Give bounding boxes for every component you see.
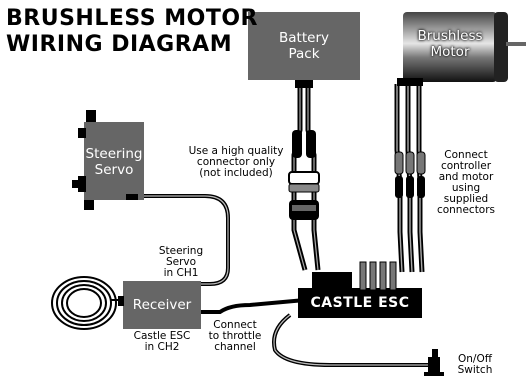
esc-label: CASTLE ESC xyxy=(310,295,410,311)
motor-connect-note-line-1: Connect xyxy=(444,149,488,161)
switch-note: On/Off Switch xyxy=(450,354,500,376)
switch-note-line-2: Switch xyxy=(457,364,493,376)
connector-note-line-1: Use a high quality xyxy=(188,145,284,157)
battery-connectors xyxy=(288,130,320,220)
connector-note: Use a high quality connector only (not i… xyxy=(182,146,290,179)
motor-connect-note-line-3: and motor xyxy=(438,171,494,183)
steering-servo xyxy=(72,110,144,210)
switch-note-line-1: On/Off xyxy=(458,353,492,365)
throttle-note-line-1: Connect xyxy=(213,319,257,331)
receiver xyxy=(123,281,201,329)
antenna-coil xyxy=(51,276,125,330)
battery-label-line-2: Pack xyxy=(288,46,320,62)
servo-label-line-1: Steering xyxy=(85,146,143,162)
servo-channel-note-line-2: Servo xyxy=(165,256,197,268)
servo-channel-note: Steering Servo in CH1 xyxy=(146,246,216,279)
motor-connect-note: Connect controller and motor using suppl… xyxy=(428,150,504,216)
on-off-switch xyxy=(424,349,444,376)
brushless-motor xyxy=(397,12,526,86)
throttle-note-line-2: to throttle xyxy=(208,330,262,342)
battery-label-line-1: Battery xyxy=(279,30,329,46)
connector-note-line-2: connector only xyxy=(196,156,276,168)
connector-note-line-3: (not included) xyxy=(199,167,273,179)
motor-connect-note-line-4: using xyxy=(451,182,481,194)
motor-label-line-2: Motor xyxy=(430,44,470,60)
throttle-note-line-3: channel xyxy=(214,341,256,353)
servo-channel-note-line-3: in CH1 xyxy=(163,267,199,279)
motor-label-line-1: Brushless xyxy=(417,28,483,44)
esc-channel-note-line-1: Castle ESC xyxy=(133,330,191,342)
motor-connect-note-line-5: supplied xyxy=(443,193,489,205)
esc-channel-note-line-2: in CH2 xyxy=(144,341,180,353)
battery-pack xyxy=(248,12,360,80)
servo-label: Steering Servo xyxy=(84,146,144,178)
throttle-wire xyxy=(200,298,306,314)
motor-connect-note-line-2: controller xyxy=(440,160,492,172)
throttle-note: Connect to throttle channel xyxy=(202,320,268,353)
servo-channel-note-line-1: Steering xyxy=(158,245,204,257)
motor-label: Brushless Motor xyxy=(403,28,497,60)
motor-connectors xyxy=(394,151,426,198)
castle-esc xyxy=(298,261,422,318)
receiver-label: Receiver xyxy=(132,297,192,313)
servo-label-line-2: Servo xyxy=(94,162,134,178)
title-line-1: BRUSHLESS MOTOR xyxy=(6,6,258,31)
title-line-2: WIRING DIAGRAM xyxy=(6,32,233,57)
esc-channel-note: Castle ESC in CH2 xyxy=(126,331,198,353)
motor-connect-note-line-6: connectors xyxy=(436,204,496,216)
switch-wire xyxy=(272,313,428,367)
battery-label: Battery Pack xyxy=(248,30,360,62)
